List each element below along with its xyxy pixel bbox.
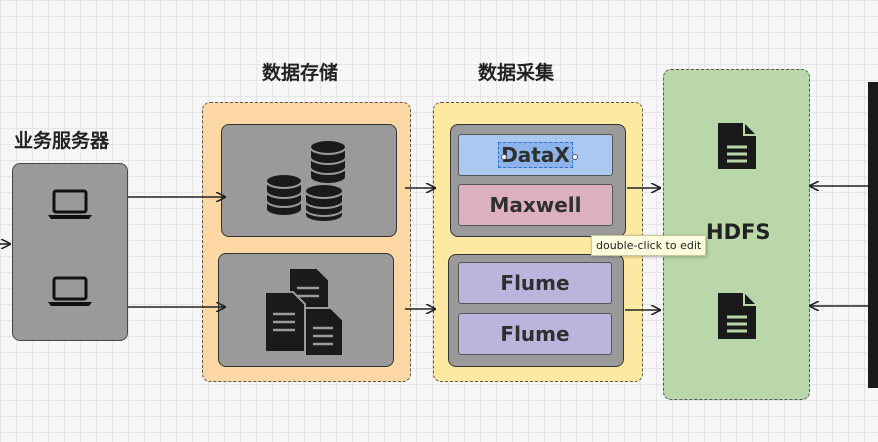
business-server-title: 业务服务器 bbox=[14, 130, 110, 152]
datax-node[interactable]: DataX bbox=[458, 134, 613, 176]
data-collection-title: 数据采集 bbox=[478, 62, 555, 84]
laptop-icon bbox=[48, 276, 92, 306]
datax-label[interactable]: DataX bbox=[498, 142, 573, 168]
laptop-icon bbox=[48, 189, 92, 219]
hdfs-label: HDFS bbox=[706, 220, 771, 244]
edit-tooltip: double-click to edit bbox=[591, 235, 707, 256]
flume-node[interactable]: Flume bbox=[458, 313, 612, 355]
selection-handle-left[interactable] bbox=[501, 154, 507, 160]
flume-node[interactable]: Flume bbox=[458, 262, 612, 304]
database-box[interactable] bbox=[221, 124, 397, 237]
file-storage-box[interactable] bbox=[218, 253, 394, 367]
right-edge-bar bbox=[868, 82, 878, 388]
data-storage-title: 数据存储 bbox=[262, 62, 339, 84]
selection-handle-right[interactable] bbox=[572, 154, 578, 160]
maxwell-node[interactable]: Maxwell bbox=[458, 184, 613, 226]
database-icon bbox=[265, 139, 347, 223]
file-icon bbox=[718, 123, 756, 169]
file-icon bbox=[718, 293, 756, 339]
documents-icon bbox=[264, 267, 344, 357]
business-server-box[interactable] bbox=[12, 163, 128, 341]
